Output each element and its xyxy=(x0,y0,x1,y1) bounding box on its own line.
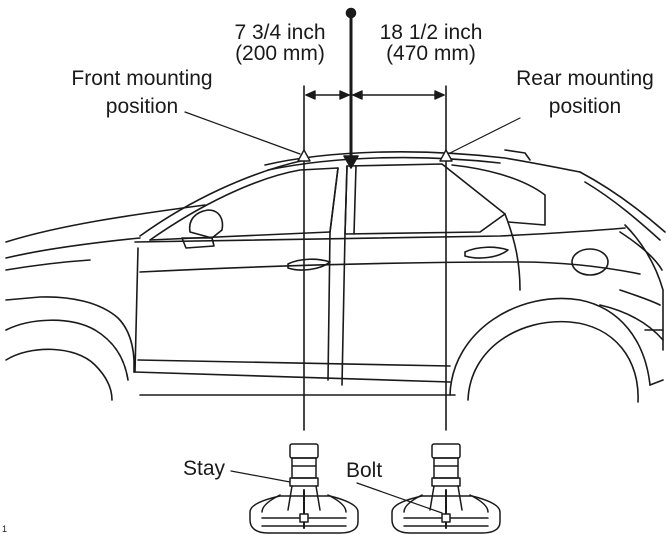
vehicle-side-view xyxy=(5,149,666,403)
rear-dimension-imperial: 18 1/2 inch xyxy=(379,21,483,44)
rear-mounting-label-line1: Rear mounting xyxy=(516,67,654,90)
mounting-position-markers xyxy=(297,149,453,162)
rear-dimension-metric: (470 mm) xyxy=(386,42,476,65)
front-dimension-metric: (200 mm) xyxy=(235,42,325,65)
mounting-guide-lines xyxy=(303,85,447,431)
front-dimension-imperial: 7 3/4 inch xyxy=(234,21,326,44)
leader-lines xyxy=(184,111,521,514)
reference-pointer xyxy=(343,7,359,169)
front-mounting-label-line2: position xyxy=(105,95,179,118)
stay-label: Stay xyxy=(183,457,226,480)
dimension-arrows xyxy=(305,90,445,100)
figure-mark: 1 xyxy=(2,524,8,534)
bolt-label: Bolt xyxy=(346,459,383,482)
front-mounting-label-line1: Front mounting xyxy=(71,67,213,90)
rear-mounting-label-line2: position xyxy=(548,95,622,118)
rear-stay-bracket xyxy=(391,443,501,534)
front-stay-bracket xyxy=(249,443,359,534)
